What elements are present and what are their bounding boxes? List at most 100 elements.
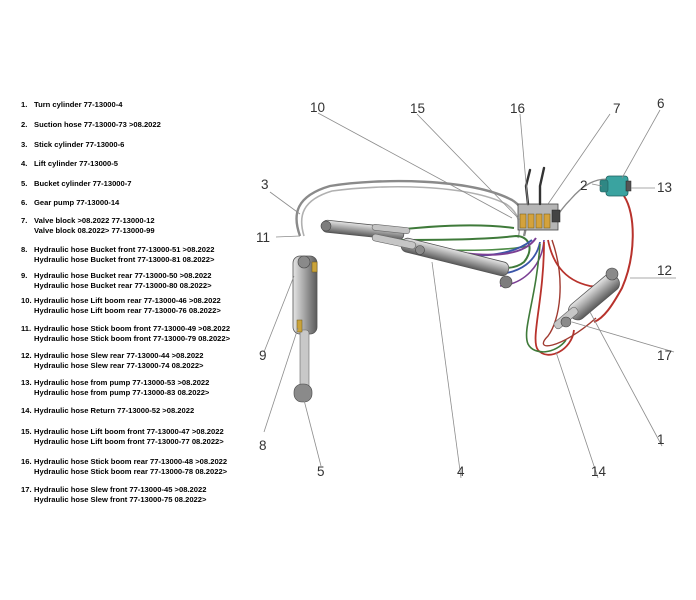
legend-description: Hydraulic hose Stick boom rear 77-13000-…	[34, 457, 227, 476]
leader-9	[263, 275, 295, 353]
legend-number: 13.	[21, 378, 32, 387]
legend-description: Hydraulic hose Return 77-13000-52 >08.20…	[34, 406, 194, 416]
legend-number: 14.	[21, 406, 32, 415]
legend-number: 15.	[21, 427, 32, 436]
legend-line: Hydraulic hose Bucket rear 77-13000-80 0…	[34, 280, 212, 290]
leader-11	[275, 235, 301, 238]
valve-block	[517, 166, 561, 231]
legend-description: Hydraulic hose Lift boom rear 77-13000-4…	[34, 296, 221, 315]
leader-1	[589, 311, 663, 447]
callout-10: 10	[310, 100, 325, 115]
legend-line: Hydraulic hose Slew rear 77-13000-74 08.…	[34, 360, 204, 370]
legend-description: Stick cylinder 77-13000-6	[34, 140, 124, 150]
hose-return	[542, 239, 597, 347]
callout-15: 15	[410, 101, 425, 116]
legend-line: Bucket cylinder 77-13000-7	[34, 179, 132, 188]
legend-number: 16.	[21, 457, 32, 466]
legend-number: 11.	[21, 324, 32, 333]
callout-9: 9	[259, 348, 267, 363]
legend-line: Hydraulic hose Return 77-13000-52 >08.20…	[34, 406, 195, 415]
legend-line: Hydraulic hose Lift boom rear 77-13000-7…	[34, 305, 221, 315]
legend-description: Turn cylinder 77-13000-4	[34, 100, 123, 110]
callout-17: 17	[657, 348, 672, 363]
legend-number: 10.	[21, 296, 32, 305]
legend-description: Hydraulic hose Bucket front 77-13000-51 …	[34, 245, 214, 264]
legend-description: Lift cylinder 77-13000-5	[34, 159, 118, 169]
legend-line: Hydraulic hose Stick boom front 77-13000…	[34, 333, 231, 343]
gear-pump	[599, 175, 632, 197]
legend-number: 4.	[21, 159, 28, 168]
leader-10	[317, 112, 513, 219]
callout-labels: 10 15 16 7 6 3 11 2 13 12 17 1 14 4 5 8 …	[256, 96, 672, 479]
callout-3: 3	[261, 177, 269, 192]
callout-6: 6	[657, 96, 665, 111]
legend-description: Hydraulic hose Slew front 77-13000-45 >0…	[34, 485, 206, 504]
leader-6	[621, 109, 661, 179]
leader-15	[416, 113, 521, 221]
legend-description: Hydraulic hose Stick boom front 77-13000…	[34, 324, 230, 343]
lift-cylinder	[371, 233, 513, 289]
legend-line: Valve block >08.2022 77-13000-12	[34, 216, 155, 225]
callout-12: 12	[657, 263, 672, 278]
legend-line: Hydraulic hose Stick boom front 77-13000…	[34, 324, 231, 333]
legend-description: Hydraulic hose Lift boom front 77-13000-…	[34, 427, 224, 446]
legend-line: Hydraulic hose from pump 77-13000-53 >08…	[34, 378, 210, 387]
legend-line: Hydraulic hose Stick boom rear 77-13000-…	[34, 466, 228, 476]
legend-line: Hydraulic hose Slew front 77-13000-75 08…	[34, 494, 207, 504]
legend-number: 7.	[21, 216, 28, 225]
legend-line: Valve block 08.2022> 77-13000-99	[34, 225, 155, 235]
legend-number: 2.	[21, 120, 28, 129]
callout-7: 7	[613, 101, 621, 116]
legend-number: 1.	[21, 100, 28, 109]
legend-line: Turn cylinder 77-13000-4	[34, 100, 123, 109]
leader-8	[263, 327, 299, 433]
legend-line: Suction hose 77-13000-73 >08.2022	[34, 120, 161, 129]
legend-number: 12.	[21, 351, 32, 360]
legend-description: Bucket cylinder 77-13000-7	[34, 179, 132, 189]
legend-line: Stick cylinder 77-13000-6	[34, 140, 125, 149]
hose-red-slew-front	[534, 241, 575, 356]
stick-cylinder	[320, 219, 411, 241]
leader-17	[571, 321, 675, 353]
legend-number: 3.	[21, 140, 28, 149]
callout-11: 11	[256, 230, 270, 245]
legend-line: Hydraulic hose from pump 77-13000-83 08.…	[34, 387, 210, 397]
legend-line: Hydraulic hose Lift boom front 77-13000-…	[34, 436, 224, 446]
legend-line: Hydraulic hose Bucket rear 77-13000-50 >…	[34, 271, 212, 280]
legend-line: Hydraulic hose Stick boom rear 77-13000-…	[34, 457, 228, 466]
legend-description: Hydraulic hose Bucket rear 77-13000-50 >…	[34, 271, 212, 290]
callout-5: 5	[317, 464, 325, 479]
legend-description: Suction hose 77-13000-73 >08.2022	[34, 120, 161, 130]
callout-13: 13	[657, 180, 672, 195]
callout-16: 16	[510, 101, 525, 116]
hose-stick-gray-2	[300, 185, 521, 239]
leader-2	[591, 183, 603, 187]
hose-green-slew	[525, 243, 567, 353]
callout-4: 4	[457, 464, 465, 479]
legend-line: Lift cylinder 77-13000-5	[34, 159, 118, 168]
legend-description: Hydraulic hose from pump 77-13000-53 >08…	[34, 378, 209, 397]
callout-1: 1	[657, 432, 665, 447]
leader-4	[431, 261, 462, 479]
turn-cylinder	[553, 267, 620, 330]
legend-description: Hydraulic hose Slew rear 77-13000-44 >08…	[34, 351, 204, 370]
leader-14	[555, 351, 599, 479]
legend-description: Gear pump 77-13000-14	[34, 198, 119, 208]
leader-lines	[263, 109, 676, 479]
legend-number: 9.	[21, 271, 28, 280]
legend-number: 17.	[21, 485, 32, 494]
leader-3	[269, 191, 301, 215]
legend-line: Hydraulic hose Lift boom rear 77-13000-4…	[34, 296, 221, 305]
callout-2: 2	[580, 178, 588, 193]
legend-line: Gear pump 77-13000-14	[34, 198, 120, 207]
legend-line: Hydraulic hose Bucket front 77-13000-81 …	[34, 254, 215, 264]
leader-7	[547, 113, 611, 205]
valve-lever-right	[538, 166, 546, 206]
legend-number: 8.	[21, 245, 28, 254]
legend-line: Hydraulic hose Slew rear 77-13000-44 >08…	[34, 351, 204, 360]
callout-8: 8	[259, 438, 267, 453]
hose-pump	[593, 195, 634, 323]
legend-line: Hydraulic hose Slew front 77-13000-45 >0…	[34, 485, 207, 494]
